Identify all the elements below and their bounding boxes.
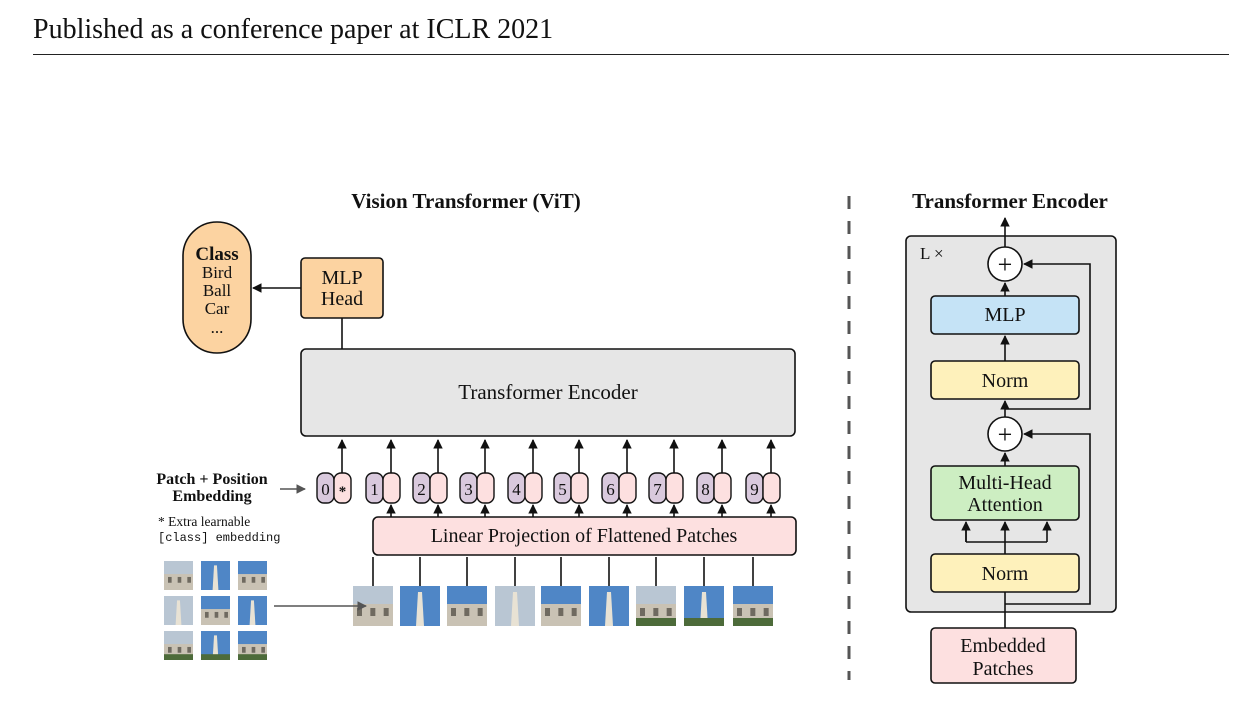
token-8: 8 — [696, 472, 732, 504]
token-arrows — [337, 439, 776, 517]
grid-patch-6 — [238, 596, 267, 625]
encoder-mlp-label: MLP — [984, 304, 1025, 326]
token-index-8: 8 — [701, 480, 710, 499]
grid-patch-2 — [201, 561, 230, 590]
plus-middle: + — [998, 420, 1013, 449]
extra-note-line1: * Extra learnable — [158, 514, 250, 529]
patch-image-8 — [684, 586, 724, 626]
token-index-6: 6 — [606, 480, 615, 499]
embedded-patches-box: Embedded Patches — [930, 627, 1077, 684]
encoder-norm-bottom-box: Norm — [930, 553, 1080, 593]
token-index-2: 2 — [417, 480, 426, 499]
encoder-attention-box: Multi-Head Attention — [930, 465, 1080, 521]
mlp-head-line1: MLP — [321, 267, 362, 289]
encoder-title: Transformer Encoder — [912, 189, 1108, 213]
token-index-5: 5 — [558, 480, 567, 499]
position-embedding-0 — [333, 472, 352, 504]
mlp-head-line2: Head — [321, 288, 363, 310]
embed-label-line1: Patch + Position — [156, 471, 267, 488]
token-7: 7 — [648, 472, 684, 504]
position-embedding-3 — [476, 472, 495, 504]
attention-line1: Multi-Head — [958, 472, 1051, 494]
token-0: 0* — [316, 472, 352, 504]
class-output-box: Class Bird Ball Car ... — [182, 221, 252, 354]
position-embedding-4 — [524, 472, 543, 504]
residual-add-middle: + — [987, 416, 1023, 452]
token-6: 6 — [601, 472, 637, 504]
residual-add-top: + — [987, 246, 1023, 282]
residual-path-bottom — [1005, 429, 1091, 605]
token-9: 9 — [745, 472, 781, 504]
embedded-line1: Embedded — [960, 635, 1046, 657]
token-4: 4 — [507, 472, 543, 504]
attention-qkv-arrows — [961, 521, 1052, 554]
encoder-norm-bottom-label: Norm — [982, 563, 1029, 585]
plus-top: + — [998, 250, 1013, 279]
position-embedding-1 — [382, 472, 401, 504]
embedded-line2: Patches — [972, 658, 1033, 680]
token-3: 3 — [459, 472, 495, 504]
vit-encoder-label: Transformer Encoder — [458, 380, 637, 404]
token-1: 1 — [365, 472, 401, 504]
position-embedding-7 — [665, 472, 684, 504]
class-item-ellipsis: ... — [211, 318, 224, 337]
token-index-4: 4 — [512, 480, 521, 499]
grid-patch-9 — [238, 631, 267, 660]
mlp-head-box: MLP Head — [300, 257, 384, 319]
position-embedding-8 — [713, 472, 732, 504]
token-2: 2 — [412, 472, 448, 504]
grid-patch-7 — [164, 631, 193, 660]
class-heading: Class — [195, 244, 238, 265]
grid-patch-5 — [201, 596, 230, 625]
encoder-repeat: L × — [920, 244, 944, 263]
attention-line2: Attention — [967, 494, 1043, 516]
token-5: 5 — [553, 472, 589, 504]
position-embedding-6 — [618, 472, 637, 504]
patch-image-6 — [589, 586, 629, 626]
position-embedding-5 — [570, 472, 589, 504]
vit-encoder-box: Transformer Encoder — [300, 348, 796, 437]
position-embedding-9 — [762, 472, 781, 504]
linear-projection-box: Linear Projection of Flattened Patches — [372, 516, 797, 556]
class-item-ball: Ball — [203, 281, 232, 300]
patch-image-4 — [495, 586, 535, 626]
grid-patch-8 — [201, 631, 230, 660]
grid-patch-1 — [164, 561, 193, 590]
grid-patch-3 — [238, 561, 267, 590]
flattened-patches — [353, 586, 773, 626]
patch-image-3 — [447, 586, 487, 626]
extra-note-line2: [class] embedding — [158, 531, 280, 545]
token-index-3: 3 — [464, 480, 473, 499]
token-index-0: 0 — [321, 480, 330, 499]
page-header: Published as a conference paper at ICLR … — [33, 14, 554, 45]
position-embedding-2 — [429, 472, 448, 504]
token-index-7: 7 — [653, 480, 662, 499]
encoder-norm-top-box: Norm — [930, 360, 1080, 400]
patch-image-7 — [636, 586, 676, 626]
token-index-9: 9 — [750, 480, 759, 499]
input-image-grid — [164, 561, 267, 660]
patch-image-2 — [400, 586, 440, 626]
header-rule — [33, 54, 1229, 55]
grid-patch-4 — [164, 596, 193, 625]
vit-title: Vision Transformer (ViT) — [351, 189, 580, 213]
encoder-mlp-box: MLP — [930, 295, 1080, 335]
patch-lines — [372, 557, 754, 586]
class-token-star: * — [339, 484, 347, 500]
patch-image-9 — [733, 586, 773, 626]
token-index-1: 1 — [370, 480, 379, 499]
residual-path-top — [1005, 259, 1091, 410]
encoder-norm-top-label: Norm — [982, 370, 1029, 392]
class-item-bird: Bird — [202, 263, 233, 282]
linear-projection-label: Linear Projection of Flattened Patches — [431, 525, 738, 547]
patch-image-5 — [541, 586, 581, 626]
class-item-car: Car — [205, 299, 230, 318]
embed-label-line2: Embedding — [172, 488, 251, 505]
